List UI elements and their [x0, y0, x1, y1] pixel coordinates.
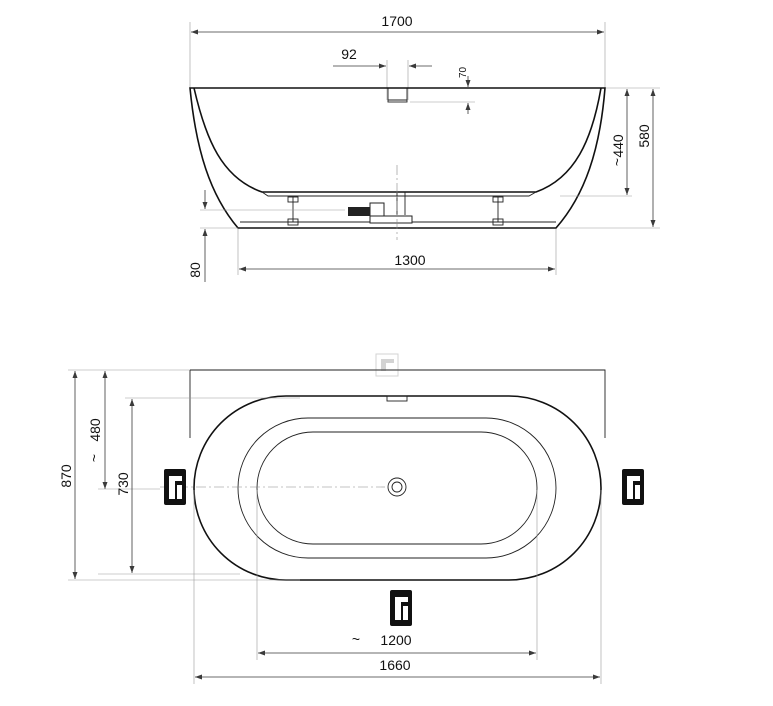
drain-inner — [391, 481, 403, 493]
bowl-width-label: 730 — [115, 472, 131, 496]
tub-outer-shell — [189, 87, 606, 229]
foot-height-label: 80 — [187, 262, 203, 278]
inner-width-label: 480 — [87, 418, 103, 442]
waste-height-label: 70 — [458, 66, 469, 78]
inner-length-label: 1200 — [380, 632, 411, 648]
left-foot — [287, 196, 299, 226]
left-marker-icon — [164, 469, 186, 505]
drain-outer — [387, 477, 407, 497]
approx-symbol-depth: ~ — [609, 158, 625, 166]
tub-basin — [256, 431, 538, 545]
tub-inner-rim — [237, 417, 557, 559]
bottom-marker-icon — [390, 590, 412, 626]
base-length-label: 1300 — [394, 252, 425, 268]
inner-depth-label: 440 — [610, 134, 626, 158]
overall-length-label: 1700 — [381, 13, 412, 29]
overall-height-label: 580 — [636, 124, 652, 148]
faded-logo-icon — [375, 353, 399, 377]
back-wall-outline — [189, 369, 606, 438]
top-view: 870 480 ~ 730 ~ 1200 1660 — [58, 353, 644, 684]
overflow-slot — [386, 395, 408, 402]
approx-symbol-width: ~ — [86, 454, 102, 462]
approx-symbol-length: ~ — [352, 631, 360, 647]
tub-inner-bowl — [193, 87, 602, 193]
drain-trap — [348, 192, 413, 224]
tub-outer-rim — [193, 395, 602, 581]
right-foot — [492, 196, 504, 226]
overall-width-label: 870 — [58, 464, 74, 488]
right-marker-icon — [622, 469, 644, 505]
side-view: 1700 92 70 — [187, 13, 660, 282]
waste-offset-label: 92 — [341, 46, 357, 62]
bowl-length-label: 1660 — [379, 657, 410, 673]
